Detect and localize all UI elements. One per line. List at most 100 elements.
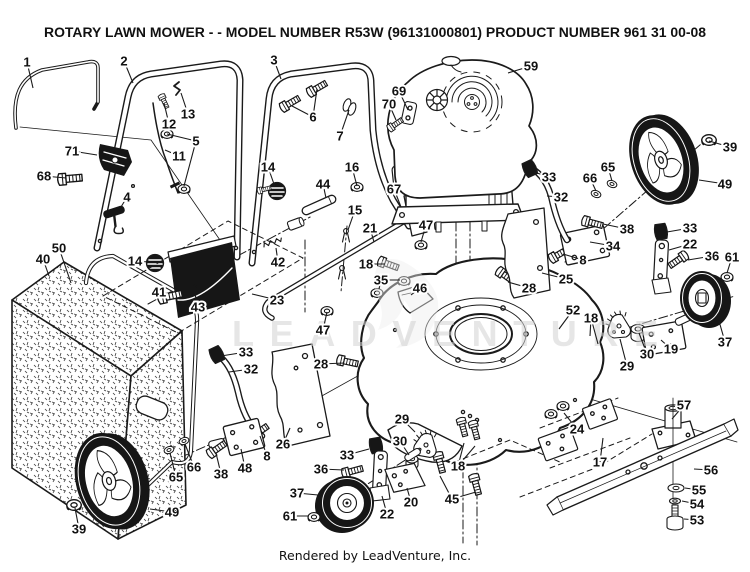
leader-line-4 [120, 196, 128, 208]
callout-47: 47 [419, 218, 433, 233]
leader-line-40 [42, 258, 50, 277]
leader-line-38 [215, 452, 222, 475]
callout-41: 41 [152, 285, 166, 300]
leader-line-19 [660, 339, 672, 350]
leader-line-1 [26, 61, 34, 89]
callout-66: 66 [187, 460, 201, 475]
callout-17: 17 [593, 455, 607, 470]
callout-5: 5 [192, 134, 199, 149]
callout-49: 49 [718, 177, 732, 192]
leader-line-47 [322, 311, 328, 331]
rear-door-assembly [102, 216, 305, 334]
leader-line-52 [558, 309, 574, 330]
callout-70: 70 [382, 97, 396, 112]
callout-19: 19 [664, 342, 678, 357]
callout-61: 61 [283, 509, 297, 524]
leader-line-41 [158, 291, 167, 295]
leader-line-3 [273, 59, 282, 80]
callout-48: 48 [238, 461, 252, 476]
leader-line-11 [164, 149, 180, 157]
callout-21: 21 [363, 221, 377, 236]
leader-line-38 [602, 223, 628, 230]
leader-line-32 [546, 195, 562, 198]
leader-line-6 [312, 88, 318, 118]
callout-61: 61 [725, 250, 739, 265]
footer-credit: Rendered by LeadVenture, Inc. [279, 548, 471, 563]
washer-54 [668, 497, 682, 505]
callout-46: 46 [413, 281, 427, 296]
leader-line-69 [398, 90, 409, 111]
blade-56 [546, 418, 739, 516]
bracket-69 [400, 101, 418, 125]
watermark-flame [374, 259, 439, 348]
fuel-cap [425, 88, 449, 112]
callout-55: 55 [692, 483, 706, 498]
leader-line-32 [228, 368, 252, 373]
leader-line-22 [381, 495, 388, 515]
leader-line-61 [726, 256, 733, 274]
callout-29: 29 [395, 412, 409, 427]
leader-line-14 [267, 166, 276, 188]
callout-50: 50 [52, 241, 66, 256]
leader-line-35 [378, 279, 382, 290]
callout-6: 6 [309, 110, 316, 125]
watermark-text: LEADVENTURE [232, 313, 672, 354]
blade-group [546, 397, 739, 531]
callout-18: 18 [359, 257, 373, 272]
leader-line-15 [347, 209, 356, 231]
leader-line-12 [163, 102, 170, 125]
handle-knob-14a [267, 181, 287, 201]
leader-line-8 [562, 253, 584, 261]
callout-22: 22 [683, 237, 697, 252]
callout-15: 15 [348, 203, 362, 218]
callout-30: 30 [393, 434, 407, 449]
leader-line-59 [507, 65, 532, 74]
callout-16: 16 [345, 160, 359, 175]
leader-line-8 [259, 435, 268, 457]
leader-line-30 [638, 332, 648, 355]
callout-14: 14 [128, 254, 143, 269]
leader-line-56 [693, 468, 712, 471]
leader-line-28 [507, 281, 530, 289]
leader-line-45 [439, 475, 453, 500]
engine-drawing [385, 55, 538, 233]
callout-43: 43 [191, 300, 205, 315]
callout-37: 37 [290, 486, 304, 501]
leader-line-7 [339, 109, 350, 137]
callout-35: 35 [374, 273, 388, 288]
leader-line-43 [194, 293, 199, 308]
leader-line-21 [369, 227, 375, 243]
leader-line-36 [687, 255, 713, 261]
leader-line-24 [563, 412, 578, 430]
leader-line-30 [399, 440, 410, 456]
rod-44 [301, 194, 337, 216]
callout-42: 42 [271, 255, 285, 270]
callout-56: 56 [704, 463, 718, 478]
leader-line-70 [388, 103, 397, 121]
callout-67: 67 [387, 182, 401, 197]
leader-line-39 [74, 507, 80, 530]
leader-line-54 [681, 500, 698, 505]
callout-38: 38 [620, 222, 634, 237]
leader-line-48 [240, 448, 246, 469]
leader-line-49 [149, 508, 173, 513]
callout-2: 2 [120, 54, 127, 69]
callout-26: 26 [276, 437, 290, 452]
callout-32: 32 [554, 190, 568, 205]
callout-13: 13 [181, 107, 195, 122]
leader-line-53 [683, 518, 698, 521]
blade-bolt-53 [666, 504, 684, 531]
leader-line-68 [43, 175, 67, 179]
callout-23: 23 [270, 293, 284, 308]
leader-line-50 [58, 247, 72, 284]
callout-37: 37 [718, 335, 732, 350]
leader-line-33 [220, 351, 247, 357]
leader-line-44 [322, 183, 327, 199]
rear-wheel-left-drawing [74, 432, 150, 530]
rear-wheel-right-drawing [629, 114, 699, 205]
leader-line-46 [410, 287, 421, 296]
callout-40: 40 [36, 252, 50, 267]
callout-65: 65 [169, 470, 183, 485]
